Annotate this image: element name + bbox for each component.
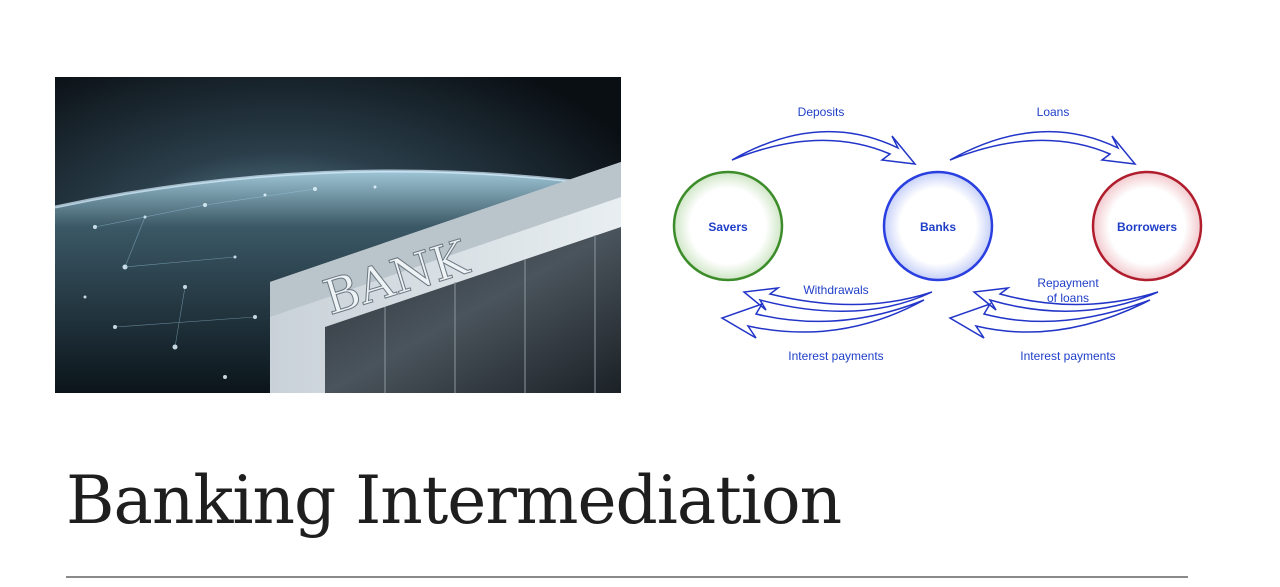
withdrawals-label: Withdrawals: [803, 283, 868, 297]
interest-payments-left-label: Interest payments: [788, 349, 883, 363]
interest-payments-left-arrow: [720, 299, 925, 339]
interest-payments-right-arrow: [948, 299, 1151, 339]
loans-arrow: [949, 130, 1137, 165]
deposits-label: Deposits: [798, 105, 845, 119]
borrowers-node: Borrowers: [1091, 170, 1203, 282]
bank-photo-graphic: BANK: [55, 77, 621, 393]
title-underline: [66, 576, 1188, 578]
intermediation-diagram: Savers Banks Borrowers Deposits Loans Wi…: [660, 90, 1230, 390]
bank-photo: BANK: [55, 77, 621, 393]
slide-title: Banking Intermediation: [66, 462, 842, 539]
savers-node: Savers: [672, 170, 784, 282]
savers-label: Savers: [708, 220, 748, 234]
deposits-arrow: [731, 130, 917, 165]
borrowers-label: Borrowers: [1117, 220, 1177, 234]
repayment-label-line2: of loans: [1047, 291, 1089, 305]
diagram-graphic: Savers Banks Borrowers Deposits Loans Wi…: [672, 105, 1203, 363]
withdrawals-arrow: [742, 286, 933, 313]
banks-node: Banks: [882, 170, 994, 282]
interest-payments-right-label: Interest payments: [1020, 349, 1115, 363]
repayment-label-line1: Repayment: [1037, 276, 1099, 290]
banks-label: Banks: [920, 220, 956, 234]
repayment-arrow: [972, 286, 1159, 313]
loans-label: Loans: [1037, 105, 1070, 119]
